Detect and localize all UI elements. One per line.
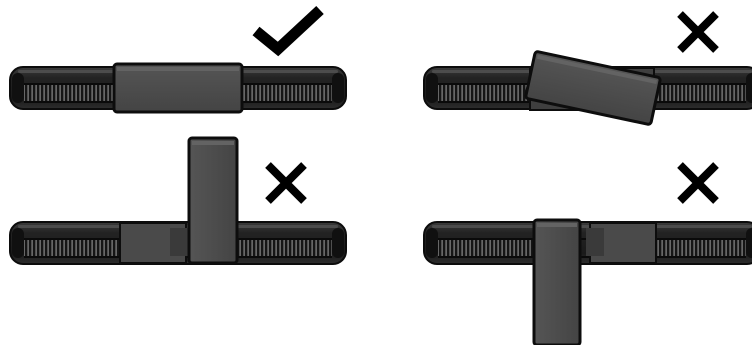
- panel-aligned-horizontal: [9, 5, 347, 114]
- block-tilted: [524, 50, 662, 126]
- block-horizontal: [112, 62, 244, 114]
- panel-perpendicular-up: [9, 136, 347, 265]
- checkmark-icon: [252, 5, 324, 57]
- cross-icon: [265, 162, 307, 204]
- block-vertical-down: [532, 218, 582, 345]
- panel-rotated-tilted: [423, 11, 752, 126]
- panel-perpendicular-down: [423, 162, 752, 345]
- cross-icon: [677, 11, 719, 53]
- block-vertical-up: [187, 136, 239, 265]
- cross-icon: [677, 162, 719, 204]
